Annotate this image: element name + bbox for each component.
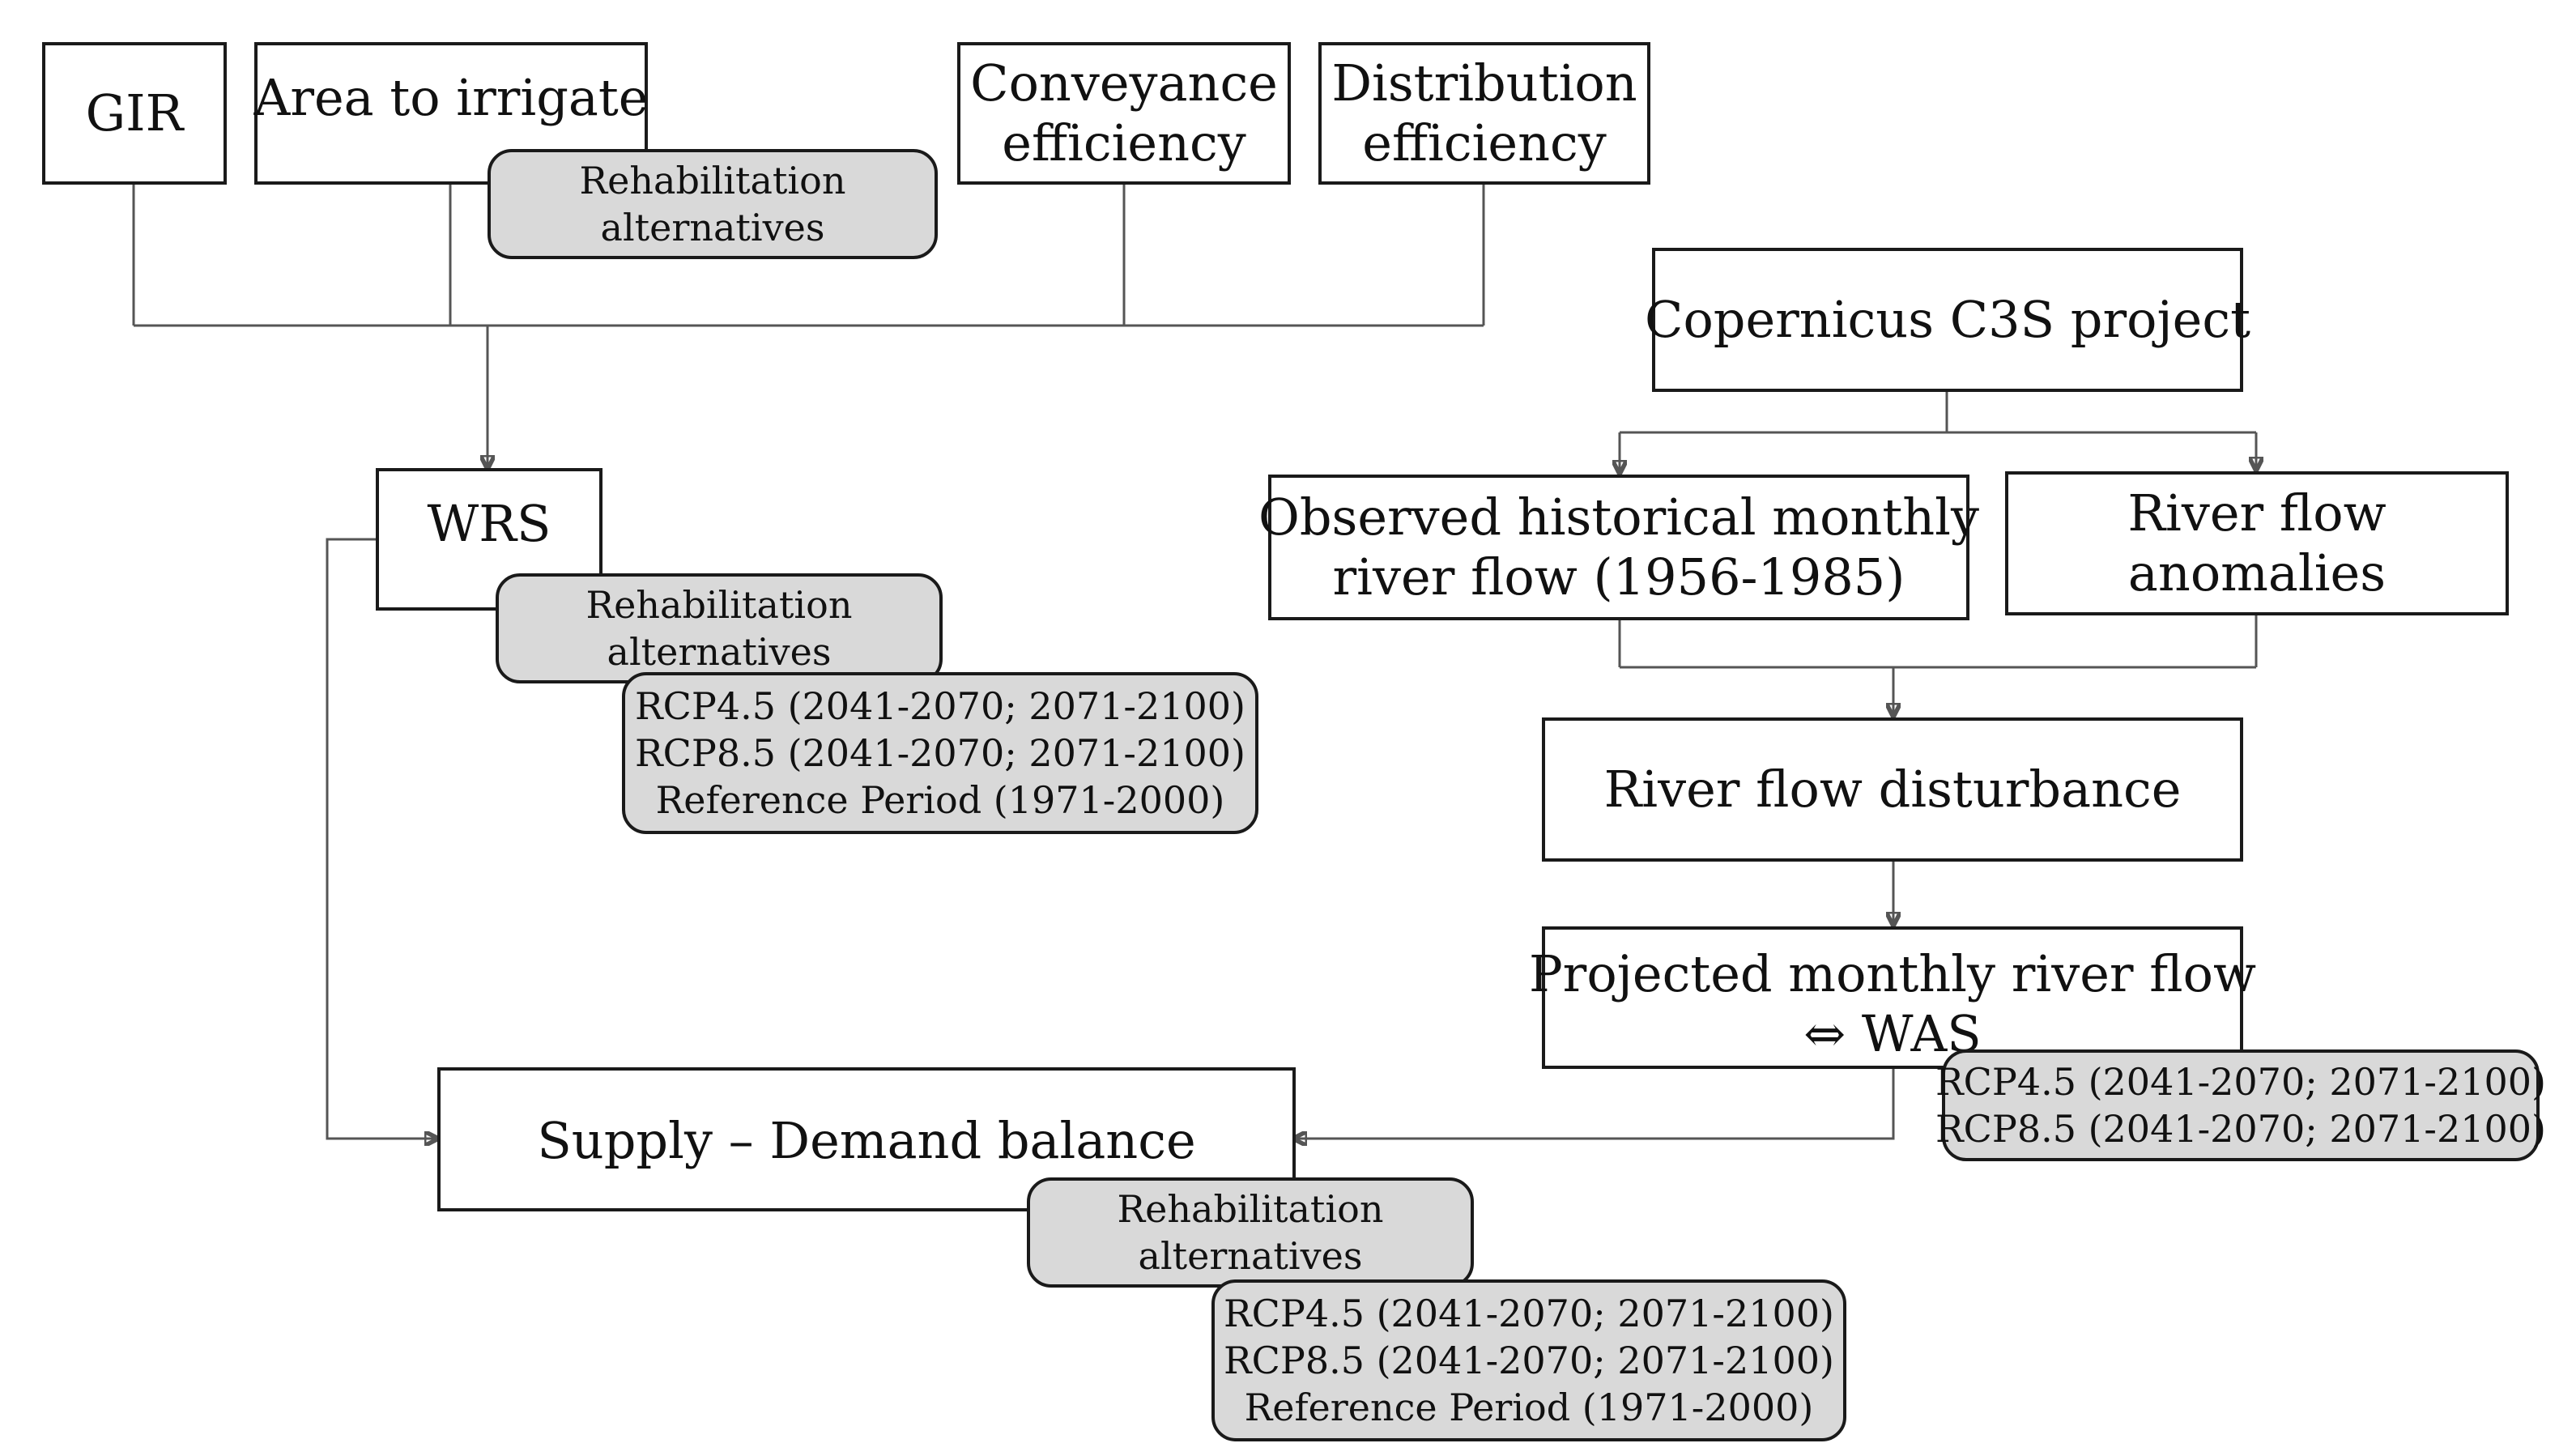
flow-disturbance-box: River flow disturbance — [1542, 717, 2243, 862]
projected-flow-box: Projected monthly river flow ⇔ WAS — [1529, 926, 2256, 1069]
scenario-balance-line-1: RCP4.5 (2041-2070; 2071-2100) — [1224, 1292, 1834, 1335]
observed-line-2: river flow (1956-1985) — [1332, 547, 1905, 607]
scenario-projected-line-2: RCP8.5 (2041-2070; 2071-2100) — [1935, 1107, 2546, 1151]
observed-flow-box: Observed historical monthly river flow (… — [1258, 475, 1979, 620]
supply-demand-label: Supply – Demand balance — [537, 1111, 1196, 1170]
scenario-balance-line-2: RCP8.5 (2041-2070; 2071-2100) — [1224, 1339, 1834, 1382]
observed-line-1: Observed historical monthly — [1258, 487, 1980, 547]
distribution-line-2: efficiency — [1362, 113, 1607, 172]
distribution-line-1: Distribution — [1331, 53, 1637, 113]
arrow-wrs-to-balance — [326, 538, 437, 1139]
scenario-tag-balance: RCP4.5 (2041-2070; 2071-2100) RCP8.5 (20… — [1211, 1279, 1846, 1441]
conveyance-line-2: efficiency — [1002, 113, 1246, 172]
area-to-irrigate-label: Area to irrigate — [253, 68, 649, 127]
wrs-label: WRS — [427, 494, 551, 553]
gir-box: GIR — [42, 42, 227, 185]
anomalies-line-2: anomalies — [2127, 543, 2387, 602]
scenario-balance-line-3: Reference Period (1971-2000) — [1244, 1386, 1814, 1429]
anomalies-line-1: River flow — [2127, 483, 2387, 543]
rehab-tag-area-line-2: alternatives — [600, 206, 825, 249]
arrow-projected-to-balance — [1294, 1067, 1895, 1139]
scenario-tag-projected: RCP4.5 (2041-2070; 2071-2100) RCP8.5 (20… — [1935, 1049, 2546, 1161]
scenario-projected-line-1: RCP4.5 (2041-2070; 2071-2100) — [1935, 1060, 2546, 1104]
area-to-irrigate-box: Area to irrigate — [254, 42, 648, 185]
rehab-tag-area: Rehabilitation alternatives — [488, 149, 938, 259]
projected-line-1: Projected monthly river flow — [1528, 944, 2257, 1003]
scenario-wrs-line-1: RCP4.5 (2041-2070; 2071-2100) — [635, 684, 1245, 728]
disturbance-label: River flow disturbance — [1603, 760, 2182, 819]
scenario-tag-wrs: RCP4.5 (2041-2070; 2071-2100) RCP8.5 (20… — [622, 672, 1258, 834]
rehab-tag-wrs-line-2: alternatives — [607, 630, 832, 674]
conveyance-efficiency-box: Conveyance efficiency — [957, 42, 1291, 185]
rehab-tag-wrs: Rehabilitation alternatives — [496, 573, 943, 683]
distribution-efficiency-box: Distribution efficiency — [1318, 42, 1650, 185]
rehab-tag-balance-line-1: Rehabilitation — [1117, 1187, 1384, 1231]
rehab-tag-balance: Rehabilitation alternatives — [1027, 1177, 1474, 1288]
conveyance-line-1: Conveyance — [970, 53, 1278, 113]
rehab-tag-wrs-line-1: Rehabilitation — [585, 583, 853, 627]
flow-anomalies-box: River flow anomalies — [2005, 471, 2509, 615]
copernicus-box: Copernicus C3S project — [1645, 248, 2250, 392]
scenario-wrs-line-3: Reference Period (1971-2000) — [655, 778, 1225, 822]
rehab-tag-area-line-1: Rehabilitation — [579, 159, 846, 202]
rehab-tag-balance-line-2: alternatives — [1138, 1234, 1363, 1278]
gir-label: GIR — [85, 83, 184, 143]
scenario-wrs-line-2: RCP8.5 (2041-2070; 2071-2100) — [635, 731, 1245, 775]
copernicus-label: Copernicus C3S project — [1645, 290, 2250, 349]
